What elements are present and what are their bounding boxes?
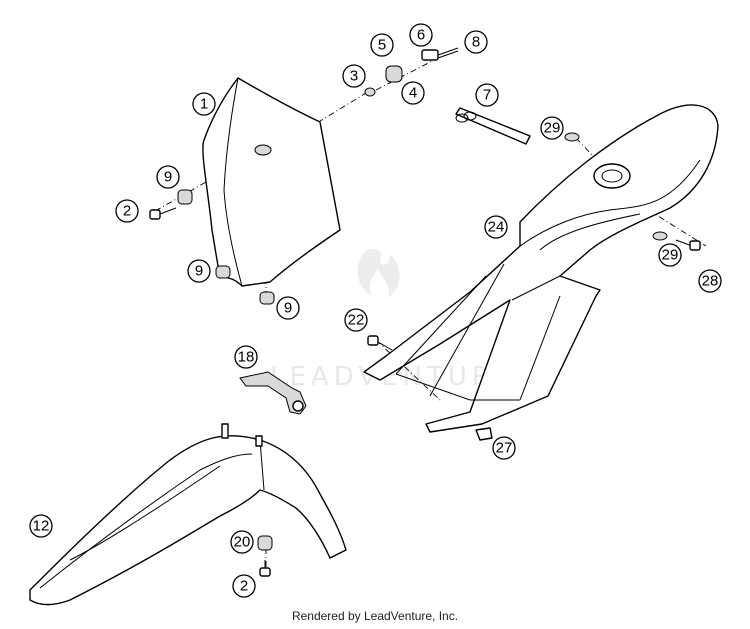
rendered-by-footer: Rendered by LeadVenture, Inc. — [291, 609, 459, 623]
callout-label: 9 — [284, 300, 292, 317]
callout-label: 20 — [234, 534, 251, 551]
callout-2a: 2 — [115, 199, 139, 223]
callout-9a: 9 — [156, 165, 180, 189]
callout-label: 12 — [33, 518, 50, 535]
callout-9b: 9 — [187, 259, 211, 283]
callout-28: 28 — [698, 269, 722, 293]
callout-18: 18 — [234, 345, 258, 369]
callouts: 1 2 2 3 4 5 6 7 8 9 9 9 12 18 20 22 24 2… — [29, 23, 722, 598]
bracket-18 — [239, 371, 307, 415]
callout-29a: 29 — [540, 116, 564, 140]
callout-label: 24 — [488, 219, 505, 236]
callout-label: 22 — [348, 312, 365, 329]
callout-24: 24 — [484, 215, 508, 239]
bolt-8 — [421, 47, 459, 61]
screw-22 — [367, 335, 393, 351]
callout-label: 2 — [240, 578, 248, 595]
strap-7 — [455, 107, 531, 145]
callout-label: 3 — [350, 68, 358, 85]
callout-2b: 2 — [232, 574, 256, 598]
callout-label: 29 — [544, 120, 561, 137]
washer-3 — [364, 87, 376, 97]
callout-3: 3 — [342, 64, 366, 88]
callout-20: 20 — [230, 530, 254, 554]
callout-label: 1 — [200, 96, 208, 113]
screw-2b — [259, 560, 271, 577]
callout-4: 4 — [401, 81, 425, 105]
callout-label: 29 — [662, 247, 679, 264]
spacer-20 — [257, 535, 273, 551]
callout-label: 5 — [378, 37, 386, 54]
callout-label: 6 — [417, 27, 425, 44]
callout-label: 9 — [195, 263, 203, 280]
callout-8: 8 — [464, 30, 488, 54]
callout-9c: 9 — [276, 296, 300, 320]
grommet-9a — [177, 189, 193, 205]
screw-28 — [675, 239, 701, 251]
callout-22: 22 — [344, 308, 368, 332]
callout-27: 27 — [492, 436, 516, 460]
callout-label: 2 — [123, 203, 131, 220]
number-plate — [202, 77, 341, 287]
clip-27 — [475, 427, 493, 441]
washer-29a — [564, 132, 580, 142]
tank-cover — [363, 104, 719, 433]
callout-5: 5 — [370, 33, 394, 57]
grommet-9b — [215, 265, 231, 279]
callout-label: 4 — [409, 85, 417, 102]
callout-label: 27 — [496, 440, 513, 457]
callout-label: 7 — [483, 87, 491, 104]
front-fender — [29, 423, 347, 606]
callout-7: 7 — [475, 83, 499, 107]
callout-label: 8 — [472, 34, 480, 51]
grommet-9c — [259, 291, 275, 305]
washer-29b — [652, 231, 668, 241]
hardware — [149, 47, 701, 577]
callout-label: 18 — [238, 349, 255, 366]
callout-label: 28 — [702, 273, 719, 290]
callout-label: 9 — [164, 169, 172, 186]
callout-1: 1 — [192, 92, 216, 116]
callout-12: 12 — [29, 514, 53, 538]
screw-2a — [149, 207, 177, 220]
callout-6: 6 — [409, 23, 433, 47]
bushing-4 — [385, 65, 403, 83]
callout-29b: 29 — [658, 243, 682, 267]
